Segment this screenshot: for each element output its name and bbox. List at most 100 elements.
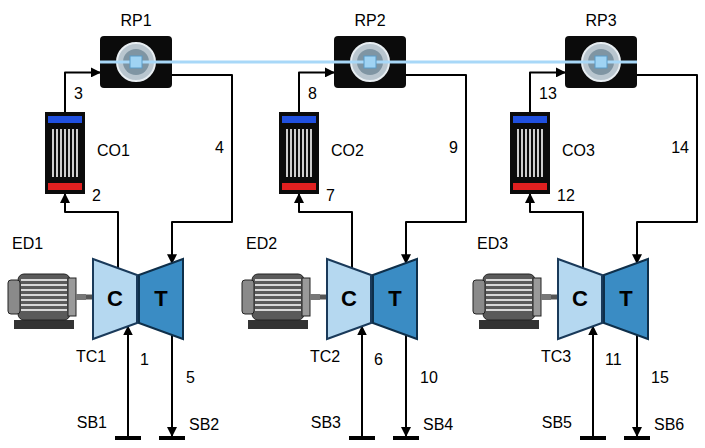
boundary-icon <box>393 436 419 440</box>
hot-side-bar <box>513 183 547 190</box>
drive-shaft <box>86 295 92 300</box>
electric-drive: ED2 <box>240 262 320 332</box>
motor-fin <box>255 299 301 301</box>
rotary-exchanger-icon <box>334 36 406 88</box>
motor-icon <box>471 262 551 332</box>
cooler: CO2 <box>279 112 319 194</box>
stream-line <box>636 335 638 436</box>
system-boundary: SB2 <box>159 436 185 440</box>
machine-letter: C <box>107 287 123 311</box>
cooler-tube <box>286 129 288 177</box>
turbine: T <box>138 258 184 340</box>
motor-body <box>252 274 304 320</box>
drive-shaft <box>551 295 557 300</box>
motor-body <box>483 274 535 320</box>
stream-line <box>299 72 334 112</box>
component-label: RP2 <box>354 12 385 30</box>
system-boundary: SB5 <box>580 436 606 440</box>
cooler-housing <box>279 112 319 194</box>
turbine-outline <box>139 259 183 339</box>
cooler-tube <box>294 129 296 177</box>
cooler-tube <box>302 129 304 177</box>
motor-flange <box>68 278 76 316</box>
compressor: C <box>326 258 372 340</box>
cooler-tube <box>310 129 312 177</box>
motor-fin <box>255 279 301 281</box>
boundary-bar <box>624 436 650 440</box>
component-label: ED3 <box>477 235 508 253</box>
motor-fin <box>486 304 532 306</box>
machine-letter: C <box>572 287 588 311</box>
stream-line <box>172 75 232 263</box>
boundary-bar <box>580 436 606 440</box>
motor-fin <box>21 284 67 286</box>
electric-drive: ED1 <box>6 262 86 332</box>
motor-base <box>14 320 74 329</box>
cooler-tube <box>517 129 519 177</box>
compressor-outline <box>327 259 371 339</box>
component-label: RP1 <box>120 12 151 30</box>
motor-body <box>18 274 70 320</box>
boundary-bar <box>393 436 419 440</box>
motor-fin <box>486 309 532 311</box>
stream-number: 1 <box>138 352 151 369</box>
pressure-exchanger: RP3 <box>565 36 637 88</box>
cold-side-bar <box>282 116 316 123</box>
component-label: ED2 <box>246 235 277 253</box>
motor-base <box>248 320 308 329</box>
exchanger-housing <box>100 36 172 88</box>
system-boundary: SB1 <box>115 436 141 440</box>
cold-side-bar <box>48 116 82 123</box>
stream-number: 15 <box>649 370 671 387</box>
compressor-outline <box>93 259 137 339</box>
motor-fin <box>255 294 301 296</box>
cooler-icon <box>45 112 85 194</box>
stream-line <box>592 326 594 436</box>
cooler-tube <box>60 129 62 177</box>
boundary-icon <box>349 436 375 440</box>
motor-fin <box>486 289 532 291</box>
motor-end-cap <box>8 280 20 314</box>
motor-fin <box>21 299 67 301</box>
component-label: RP3 <box>585 12 616 30</box>
cooler-tube <box>290 129 292 177</box>
cooler-tube <box>68 129 70 177</box>
motor-fin <box>486 299 532 301</box>
motor-flange <box>302 278 310 316</box>
stream-number: 11 <box>603 352 624 369</box>
cooler-tube <box>537 129 539 177</box>
stream-line <box>361 326 363 436</box>
motor-fin <box>255 289 301 291</box>
boundary-icon <box>580 436 606 440</box>
stream-line <box>171 335 173 436</box>
boundary-bar <box>349 436 375 440</box>
turbine: T <box>603 258 649 340</box>
cooler: CO1 <box>45 112 85 194</box>
system-boundary: SB6 <box>624 436 650 440</box>
motor-shaft <box>310 294 320 300</box>
machine-tag: TC3 <box>541 348 571 366</box>
stream-number: 13 <box>537 86 559 103</box>
motor-shaft <box>541 294 551 300</box>
machine-letter: T <box>388 287 401 311</box>
stream-line <box>637 75 697 263</box>
exchanger-shaft <box>172 61 334 64</box>
cooler-tube <box>521 129 523 177</box>
component-label: CO1 <box>97 142 130 160</box>
motor-fin <box>21 304 67 306</box>
cooler-housing <box>510 112 550 194</box>
cold-side-bar <box>513 116 547 123</box>
component-label: CO2 <box>331 142 364 160</box>
component-label: CO3 <box>562 142 595 160</box>
exchanger-housing <box>334 36 406 88</box>
cooler-icon <box>279 112 319 194</box>
system-boundary: SB4 <box>393 436 419 440</box>
cooler-tube <box>52 129 54 177</box>
motor-flange <box>533 278 541 316</box>
component-label: SB6 <box>654 416 684 434</box>
cooler-tube <box>525 129 527 177</box>
machine-letter: T <box>154 287 167 311</box>
stream-number: 6 <box>372 352 385 369</box>
stream-line <box>405 335 407 436</box>
